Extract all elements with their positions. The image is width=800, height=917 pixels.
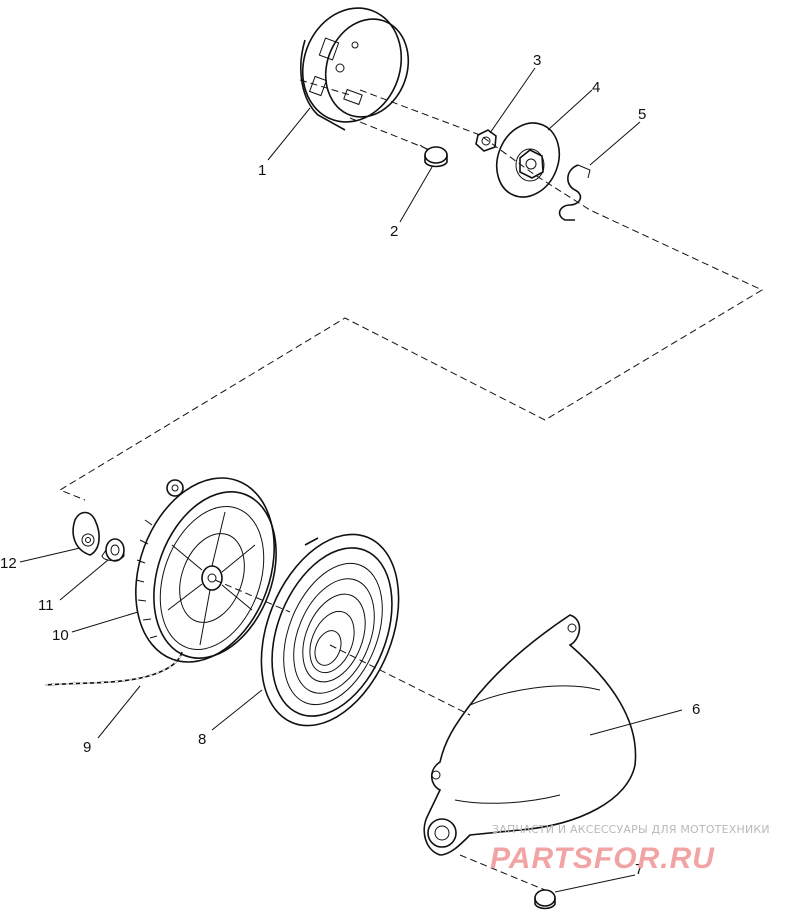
callout-1: 1	[258, 162, 266, 179]
callout-7: 7	[635, 861, 643, 878]
callout-11: 11	[38, 597, 54, 614]
callout-12: 12	[0, 555, 17, 572]
nut-part	[475, 129, 497, 152]
callout-9: 9	[83, 739, 91, 756]
leader-lines	[19, 67, 683, 893]
starter-rope-part	[44, 651, 183, 686]
callout-6: 6	[692, 701, 700, 718]
rope-guide-part	[72, 511, 100, 556]
callout-4: 4	[592, 79, 600, 96]
watermark-brand: PARTSFOR.RU	[490, 842, 715, 875]
assembly-axis-lines	[58, 79, 764, 891]
watermark: ЗАПЧАСТИ И АКСЕССУАРЫ ДЛЯ МОТОТЕХНИКИ PA…	[490, 823, 770, 875]
spring-clip-part	[558, 164, 591, 221]
bolt-part	[419, 144, 448, 168]
callout-2: 2	[390, 223, 398, 240]
recoil-reel-part	[135, 477, 277, 663]
starter-housing-part	[423, 614, 637, 856]
bushing-part	[101, 538, 125, 562]
ratchet-pulley-part	[495, 122, 561, 198]
callout-10: 10	[52, 627, 69, 644]
callout-5: 5	[638, 106, 646, 123]
starter-cup-part	[300, 7, 410, 131]
recoil-spring-part	[260, 533, 400, 727]
callout-3: 3	[533, 52, 541, 69]
screw-part	[534, 889, 556, 910]
watermark-tagline: ЗАПЧАСТИ И АКСЕССУАРЫ ДЛЯ МОТОТЕХНИКИ	[492, 823, 770, 836]
callout-labels: 1 2 3 4 5 6 7 8 9 10 11 12	[0, 52, 700, 878]
callout-8: 8	[198, 731, 206, 748]
